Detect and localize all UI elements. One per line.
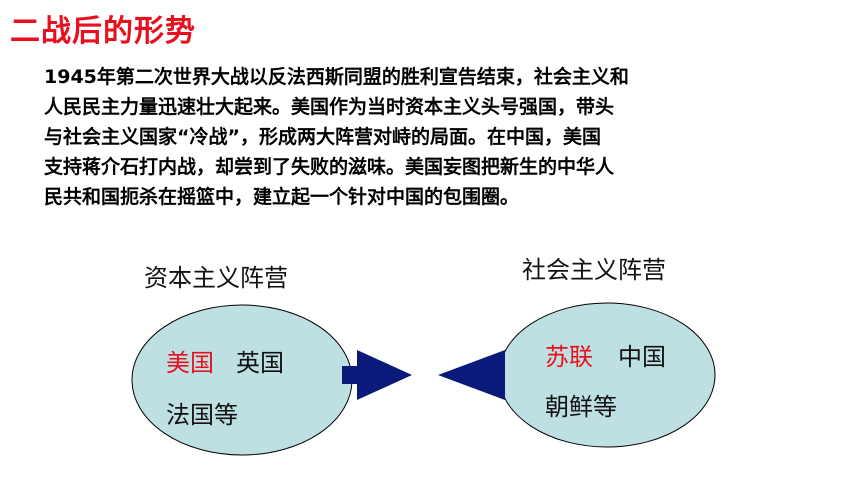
capitalist-camp-ellipse (131, 304, 353, 456)
country-uk: 英国 (236, 349, 284, 377)
paragraph-line: 1945年第二次世界大战以反法西斯同盟的胜利宣告结束，社会主义和 (44, 66, 629, 88)
paragraph-line: 民共和国扼杀在摇篮中，建立起一个针对中国的包围圈。 (44, 186, 520, 208)
country-korea-etc: 朝鲜等 (545, 393, 617, 421)
paragraph-line: 人民民主力量迅速壮大起来。美国作为当时资本主义头号强国，带头 (44, 96, 615, 118)
paragraph-line: 与社会主义国家“冷战”，形成两大阵营对峙的局面。在中国，美国 (44, 126, 601, 148)
main-paragraph: 1945年第二次世界大战以反法西斯同盟的胜利宣告结束，社会主义和 人民民主力量迅… (44, 62, 814, 212)
right-arrow-icon (342, 350, 412, 400)
country-ussr: 苏联 (545, 343, 593, 371)
slide-title: 二战后的形势 (10, 14, 196, 49)
left-arrow-icon (438, 350, 505, 400)
country-usa: 美国 (166, 349, 214, 377)
socialist-camp-ellipse (498, 302, 716, 448)
capitalist-camp-label: 资本主义阵营 (144, 264, 288, 292)
country-france-etc: 法国等 (166, 401, 238, 429)
paragraph-line: 支持蒋介石打内战，却尝到了失败的滋味。美国妄图把新生的中华人 (44, 156, 615, 178)
socialist-camp-label: 社会主义阵营 (522, 256, 666, 284)
country-china: 中国 (618, 343, 666, 371)
